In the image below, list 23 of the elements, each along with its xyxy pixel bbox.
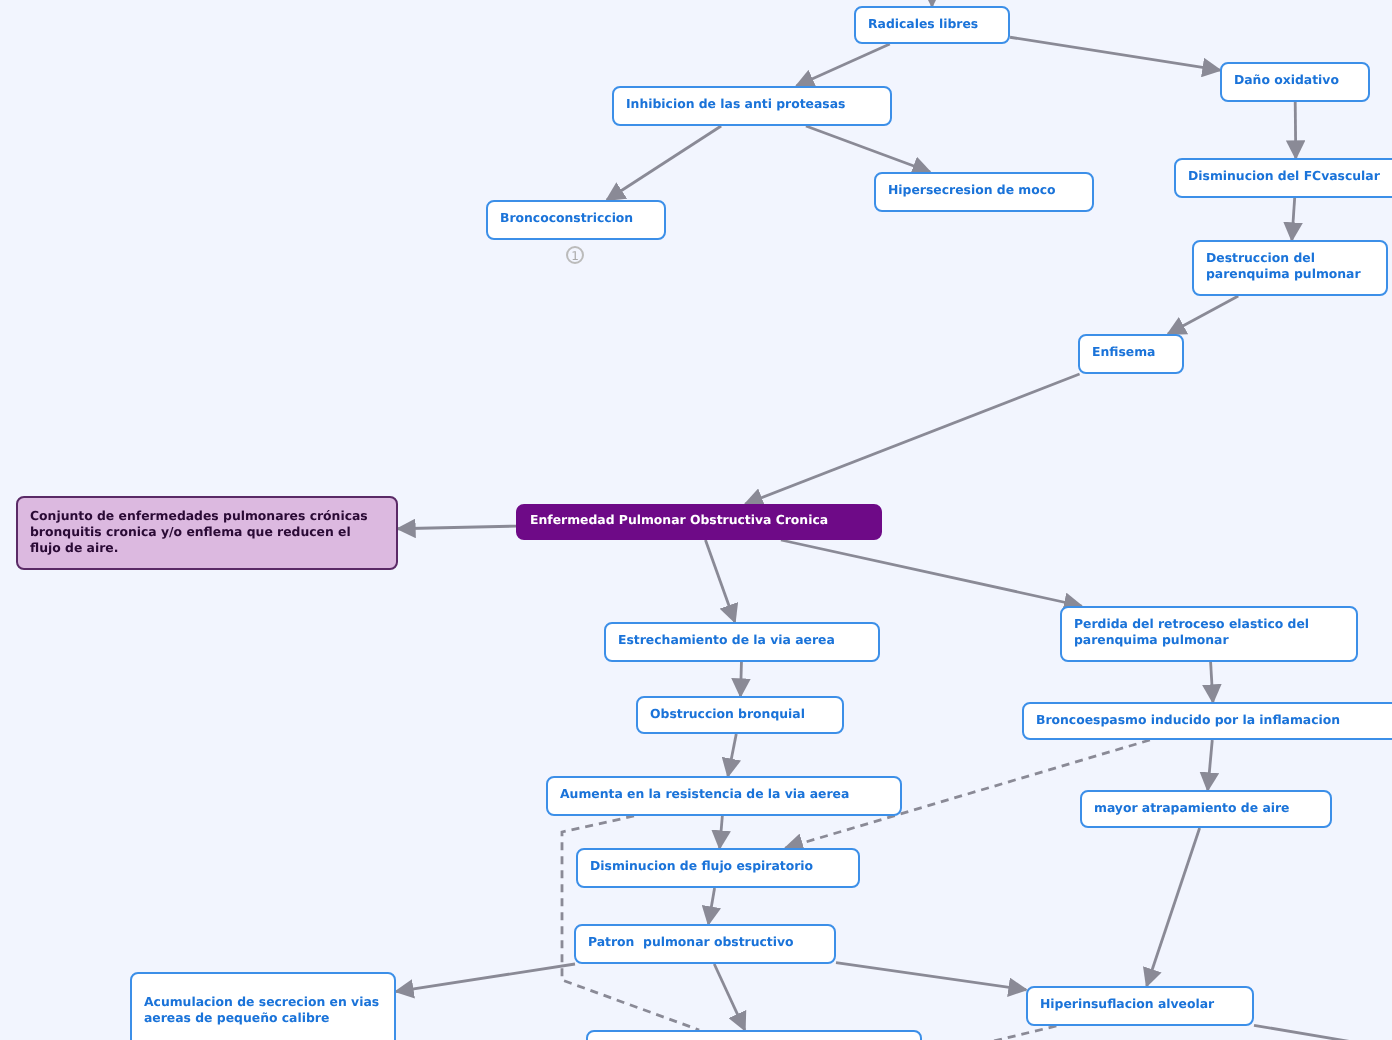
arrow [712, 963, 747, 1032]
arrow [780, 538, 1084, 612]
arrow [1166, 294, 1239, 336]
arrow [1009, 35, 1222, 78]
arrow [1285, 102, 1306, 160]
arrow [835, 961, 1028, 997]
arrow [1202, 661, 1222, 704]
arrow [396, 518, 517, 539]
arrow [394, 962, 576, 999]
arrow [1283, 197, 1303, 242]
arrow [794, 42, 891, 88]
arrow [711, 815, 731, 850]
arrow [721, 733, 741, 778]
dashed-arrow [783, 738, 1151, 853]
arrow [1143, 827, 1201, 988]
arrow [1199, 739, 1220, 792]
arrow [743, 372, 1081, 507]
arrow [922, 0, 942, 8]
arrow [605, 124, 722, 202]
arrow [704, 539, 739, 624]
arrow [731, 661, 751, 698]
arrow [701, 887, 722, 926]
arrow [805, 124, 932, 176]
